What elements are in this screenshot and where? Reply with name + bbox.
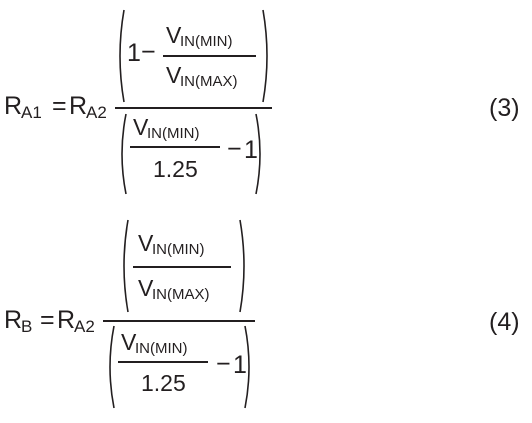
den-v-symbol: V (133, 114, 149, 140)
lhs-r: R (4, 92, 23, 120)
numerator-right-paren (262, 9, 268, 103)
lhs-subscript: B (21, 317, 33, 336)
v-in-min-symbol: V (138, 230, 154, 256)
equation-number: (3) (489, 94, 520, 122)
main-fraction-bar (103, 320, 255, 322)
inner-fraction-bar (133, 266, 231, 268)
main-fraction-bar (115, 107, 272, 109)
den-minus: − (216, 350, 231, 378)
den-v-subscript: IN(MIN) (135, 340, 188, 357)
lhs-r: R (4, 306, 23, 334)
v-in-max-symbol: V (138, 275, 154, 301)
equals-sign: = (52, 92, 67, 120)
numerator-one: 1 (127, 39, 141, 67)
den-fraction-bar (130, 146, 220, 148)
denominator-right-paren (244, 325, 250, 409)
v-in-min-subscript: IN(MIN) (180, 33, 233, 50)
den-fraction-bar (118, 361, 208, 363)
den-v-symbol: V (121, 329, 137, 355)
numerator-left-paren (123, 219, 129, 313)
rhs-subscript: A2 (74, 317, 95, 336)
numerator-minus: − (141, 38, 156, 66)
den-constant: 1.25 (153, 156, 198, 182)
v-in-max-subscript: IN(MAX) (180, 73, 238, 90)
numerator-left-paren (119, 9, 125, 103)
den-one: 1 (233, 351, 247, 379)
denominator-left-paren (109, 325, 115, 409)
den-v-subscript: IN(MIN) (147, 125, 200, 142)
numerator-right-paren (239, 219, 245, 313)
rhs-r: R (69, 92, 88, 120)
den-one: 1 (244, 136, 258, 164)
equation-number: (4) (489, 308, 520, 336)
rhs-r: R (57, 306, 76, 334)
denominator-right-paren (255, 113, 261, 195)
rhs-subscript: A2 (86, 103, 107, 122)
v-in-min-symbol: V (166, 22, 182, 48)
den-minus: − (227, 135, 242, 163)
v-in-min-subscript: IN(MIN) (152, 241, 205, 258)
den-constant: 1.25 (141, 370, 186, 396)
v-in-max-symbol: V (166, 62, 182, 88)
denominator-left-paren (121, 113, 127, 195)
v-in-max-subscript: IN(MAX) (152, 286, 210, 303)
equals-sign: = (40, 306, 55, 334)
lhs-subscript: A1 (21, 103, 42, 122)
inner-fraction-bar (163, 55, 256, 57)
